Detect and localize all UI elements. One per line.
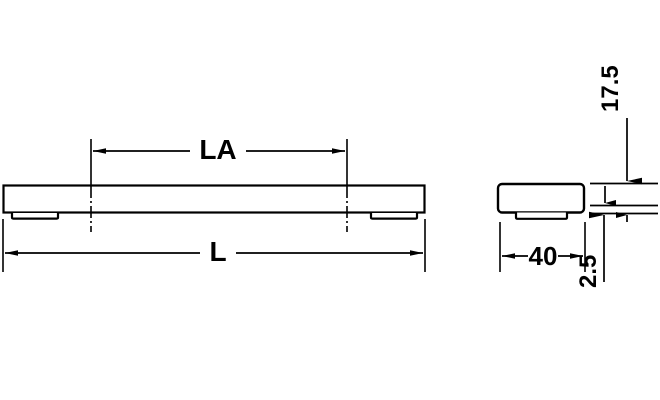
dimension-foot-2-5: 2.5 [575,211,605,288]
handle-foot-left [10,213,60,220]
handle-foot-right [369,213,419,220]
dimension-foot-label: 2.5 [575,255,602,288]
dimension-depth-label: 40 [529,241,558,271]
handle-body-side [496,182,586,214]
dimension-l: L [2,219,426,272]
side-elevation-view [496,182,586,220]
dimension-la: LA [93,134,345,165]
dimension-height-label: 17.5 [597,65,624,112]
dimension-height-17-5: 17.5 [597,65,642,185]
dimension-la-label: LA [199,134,236,165]
front-elevation-view [2,184,426,220]
handle-body-front [2,184,426,214]
dimension-l-label: L [209,236,226,267]
fixing-centerlines [90,139,348,232]
handle-foot-side [514,212,569,220]
dimension-depth-40: 40 [499,222,586,272]
height-extension-lines [590,182,658,215]
